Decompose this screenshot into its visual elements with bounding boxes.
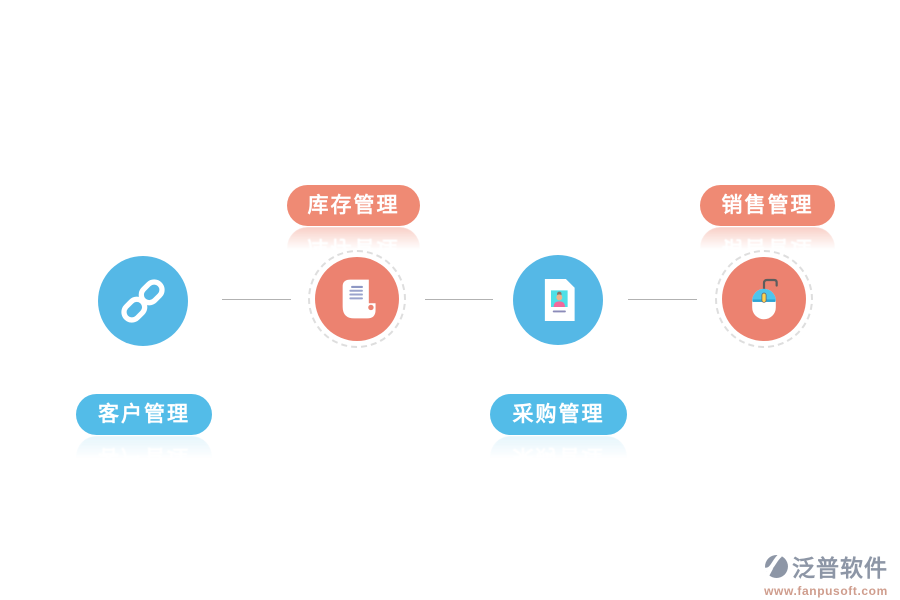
customer-node-circle[interactable] bbox=[98, 256, 188, 346]
brand-logo: 泛普软件 www.fanpusoft.com bbox=[764, 549, 888, 598]
inventory-node-inner bbox=[315, 257, 399, 341]
label-sales[interactable]: 销售管理 bbox=[700, 185, 835, 226]
label-customer-group: 客户管理 客户管理 bbox=[76, 394, 212, 477]
label-sales-reflection: 销售管理 bbox=[700, 227, 835, 268]
label-customer[interactable]: 客户管理 bbox=[76, 394, 212, 435]
label-inventory-reflection: 库存管理 bbox=[287, 227, 420, 268]
inventory-node-circle[interactable] bbox=[308, 250, 406, 348]
label-purchase[interactable]: 采购管理 bbox=[490, 394, 627, 435]
connector-line bbox=[425, 299, 493, 300]
purchase-node-circle[interactable] bbox=[513, 255, 603, 345]
label-purchase-group: 采购管理 采购管理 bbox=[490, 394, 627, 477]
label-sales-group: 销售管理 销售管理 bbox=[700, 185, 835, 268]
sales-node-inner bbox=[722, 257, 806, 341]
brand-name: 泛普软件 bbox=[792, 555, 888, 581]
sales-node-circle[interactable] bbox=[715, 250, 813, 348]
scroll-icon bbox=[342, 279, 376, 319]
brand-logo-icon bbox=[764, 553, 788, 578]
brand-url: www.fanpusoft.com bbox=[764, 584, 888, 598]
chain-link-icon bbox=[121, 279, 165, 323]
connector-line bbox=[628, 299, 697, 300]
label-inventory[interactable]: 库存管理 bbox=[287, 185, 420, 226]
id-document-icon bbox=[544, 279, 575, 321]
connector-line bbox=[222, 299, 291, 300]
label-inventory-group: 库存管理 库存管理 bbox=[287, 185, 420, 268]
label-purchase-reflection: 采购管理 bbox=[490, 436, 627, 477]
label-customer-reflection: 客户管理 bbox=[76, 436, 212, 477]
mouse-icon bbox=[752, 278, 778, 320]
